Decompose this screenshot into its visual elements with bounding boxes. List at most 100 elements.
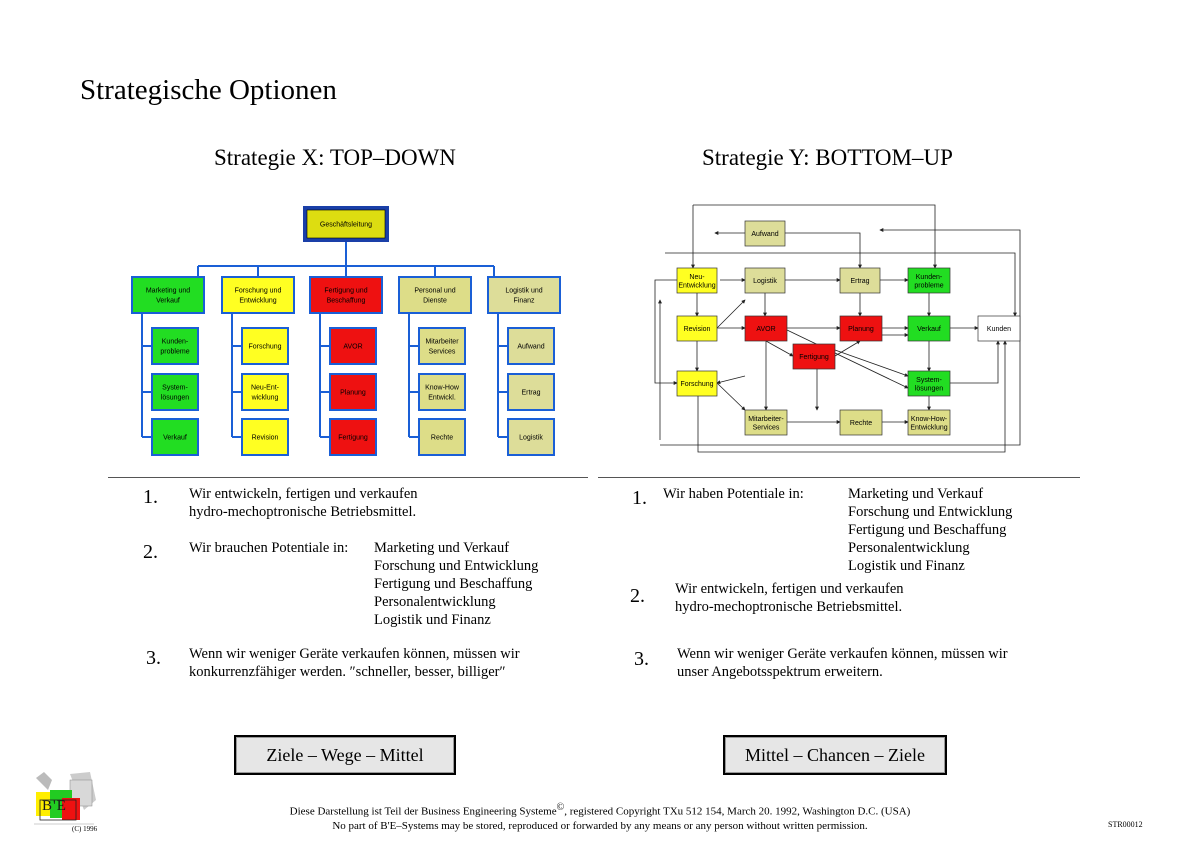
y-potentials-list: Marketing und Verkauf Forschung und Entw…: [848, 485, 1012, 575]
unit-box: [151, 327, 199, 365]
unit-label: Kunden-probleme: [160, 339, 189, 356]
unit-box: [507, 418, 555, 456]
x-point-3-number: 3.: [146, 647, 161, 669]
unit-label: Logistik: [519, 435, 543, 442]
network-arrow: [716, 299, 746, 329]
unit-label: AVOR: [343, 344, 362, 351]
y-point-3-line-2: unser Angebotsspektrum erweitern.: [677, 664, 883, 680]
x-potential-2: Forschung und Entwicklung: [374, 558, 539, 574]
network-node: [839, 409, 883, 436]
x-potential-5: Logistik und Finanz: [374, 612, 491, 628]
unit-box: [418, 373, 466, 411]
y-potential-2: Forschung und Entwicklung: [848, 504, 1013, 520]
network-node: [744, 220, 786, 247]
logo-text: B'E: [42, 798, 67, 814]
unit-box: [241, 327, 289, 365]
network-arrow: [834, 340, 861, 357]
network-arrow: [654, 279, 678, 385]
unit-box: [241, 418, 289, 456]
network-node-label: Planung: [848, 326, 874, 333]
root-label: Geschäftsleitung: [320, 222, 372, 229]
y-point-2-text: Wir entwickeln, fertigen und verkaufen h…: [675, 580, 904, 616]
department-box: [309, 276, 383, 314]
network-node: [907, 409, 951, 436]
network-node-label: Kunden: [987, 326, 1011, 333]
network-node-label: Neu-Entwicklung: [678, 274, 715, 290]
network-arrow: [765, 340, 794, 357]
network-node: [792, 343, 836, 370]
network-arrow: [834, 349, 909, 377]
y-point-2-line-2: hydro-mechoptronische Betriebsmittel.: [675, 599, 903, 615]
network-node-label: Logistik: [753, 278, 777, 285]
be-logo: [30, 770, 98, 828]
x-point-2-label: Wir brauchen Potentiale in:: [189, 540, 349, 556]
y-point-1-label: Wir haben Potentiale in:: [663, 486, 804, 502]
unit-box: [329, 418, 377, 456]
unit-box: [418, 327, 466, 365]
logo-copyright: (C) 1996: [72, 825, 98, 833]
network-node: [744, 409, 788, 436]
means-chances-goals-box: Mittel – Chancen – Ziele: [723, 735, 947, 775]
unit-label: Aufwand: [517, 344, 544, 351]
network-node: [907, 267, 951, 294]
y-potential-5: Logistik und Finanz: [848, 558, 965, 574]
x-potential-1: Marketing und Verkauf: [374, 540, 510, 556]
unit-box: [241, 373, 289, 411]
y-point-3-line-1: Wenn wir weniger Geräte verkaufen können…: [677, 646, 1008, 662]
network-node-label: Kunden-probleme: [914, 274, 943, 290]
network-node-label: Fertigung: [799, 354, 829, 361]
network-node-label: Know-How-Entwicklung: [910, 416, 947, 432]
network-node-label: Mitarbeiter-Services: [748, 416, 784, 432]
y-point-2-line-1: Wir entwickeln, fertigen und verkaufen: [675, 581, 904, 597]
unit-box: [151, 373, 199, 411]
separator-left: [108, 477, 588, 478]
y-point-3-number: 3.: [634, 648, 649, 670]
footer-line-1-text: Diese Darstellung ist Teil der Business …: [289, 805, 557, 818]
x-point-1-text: Wir entwickeln, fertigen und verkaufen h…: [189, 485, 418, 521]
network-node: [977, 315, 1021, 342]
department-box: [487, 276, 561, 314]
x-potential-3: Fertigung und Beschaffung: [374, 576, 533, 592]
y-point-1-number: 1.: [632, 487, 647, 509]
x-point-3-line-2: konkurrenzfähiger werden. ″schneller, be…: [189, 664, 506, 680]
x-point-3-text: Wenn wir weniger Geräte verkaufen können…: [189, 645, 520, 681]
network-node: [839, 267, 881, 294]
network-arrow: [693, 204, 937, 269]
network-node: [907, 370, 951, 397]
unit-box: [329, 327, 377, 365]
footer-line-2: No part of B'E–Systems may be stored, re…: [332, 820, 868, 832]
separator-right: [598, 477, 1080, 478]
network-arrow: [665, 252, 1017, 317]
network-arrow: [786, 329, 909, 389]
network-node-label: Rechte: [850, 420, 872, 427]
y-potential-4: Personalentwicklung: [848, 540, 970, 556]
x-potential-4: Personalentwicklung: [374, 594, 496, 610]
unit-label: Planung: [340, 390, 366, 397]
y-point-3-text: Wenn wir weniger Geräte verkaufen können…: [677, 645, 1008, 681]
network-node: [744, 267, 786, 294]
network-arrow: [697, 340, 1007, 453]
unit-box: [329, 373, 377, 411]
footer-line-1-rest: , registered Copyright TXu 512 154, Marc…: [564, 805, 911, 818]
network-node-label: Revision: [684, 326, 711, 333]
unit-box: [507, 373, 555, 411]
x-point-1-line-2: hydro-mechoptronische Betriebsmittel.: [189, 504, 417, 520]
unit-box: [151, 418, 199, 456]
unit-label: Rechte: [431, 435, 453, 442]
network-node-label: Forschung: [680, 381, 713, 388]
department-box: [131, 276, 205, 314]
network-node-label: Aufwand: [751, 231, 778, 238]
unit-label: Neu-Ent-wicklung: [251, 385, 280, 402]
y-point-2-number: 2.: [630, 585, 645, 607]
unit-label: Revision: [252, 435, 279, 442]
network-arrow: [950, 340, 1000, 384]
network-node: [839, 315, 883, 342]
